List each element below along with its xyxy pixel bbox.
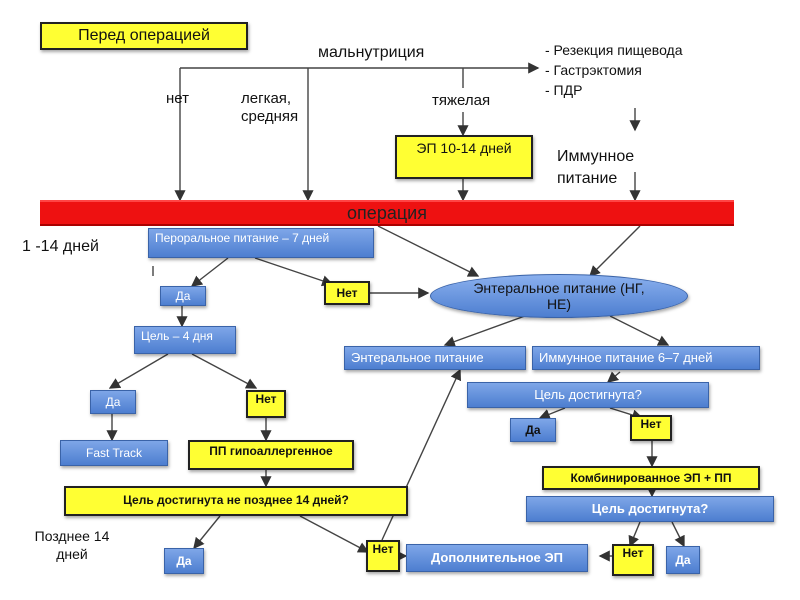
no-box-1: Нет	[324, 281, 370, 305]
severe-label: тяжелая	[432, 92, 491, 109]
yes-box-2: Да	[90, 390, 136, 414]
goal-reached-box-2: Цель достигнута?	[526, 496, 774, 522]
immune-label: Иммунное питание	[557, 148, 635, 187]
no-box-3: Нет	[630, 415, 672, 441]
later-label: Позднее 14 дней	[34, 528, 110, 562]
immune-6-7-box: Иммунное питание 6–7 дней	[532, 346, 760, 370]
no-box-2: Нет	[246, 390, 286, 418]
operation-bar: операция	[40, 200, 734, 226]
oral-nutrition-box: Пероральное питание – 7 дней	[148, 228, 374, 258]
fast-track-box: Fast Track	[60, 440, 168, 466]
mild-label: легкая, средняя	[241, 90, 299, 125]
none-label: нет	[166, 90, 189, 107]
goal-14-days-box: Цель достигнута не позднее 14 дней?	[64, 486, 408, 516]
goal-reached-box: Цель достигнута?	[467, 382, 709, 408]
combined-box: Комбинированное ЭП + ПП	[542, 466, 760, 490]
malnutrition-label: мальнутриция	[318, 44, 425, 61]
procedure-item: - Резекция пищевода	[545, 42, 683, 58]
pp-hypoallergenic-box: ПП гипоаллергенное	[188, 440, 354, 470]
procedures-list: - Резекция пищевода - Гастрэктомия - ПДР	[545, 40, 745, 100]
pre-enteral-box: ЭП 10-14 дней	[395, 135, 533, 179]
procedure-item: - Гастрэктомия	[545, 62, 642, 78]
goal-4-days-box: Цель – 4 дня	[134, 326, 236, 354]
yes-box-4: Да	[164, 548, 204, 574]
additional-enteral-box: Дополнительное ЭП	[406, 544, 588, 572]
yes-box-5: Да	[666, 546, 700, 574]
enteral-box: Энтеральное питание	[344, 346, 526, 370]
enteral-main-ellipse: Энтеральное питание (НГ, НЕ)	[430, 274, 688, 318]
days-label: 1 -14 дней	[22, 238, 99, 255]
yes-box-1: Да	[160, 286, 206, 306]
no-box-4: Нет	[366, 540, 400, 572]
no-box-5: Нет	[612, 544, 654, 576]
procedure-item: - ПДР	[545, 82, 583, 98]
before-surgery-title: Перед операцией	[40, 22, 248, 50]
yes-box-3: Да	[510, 418, 556, 442]
